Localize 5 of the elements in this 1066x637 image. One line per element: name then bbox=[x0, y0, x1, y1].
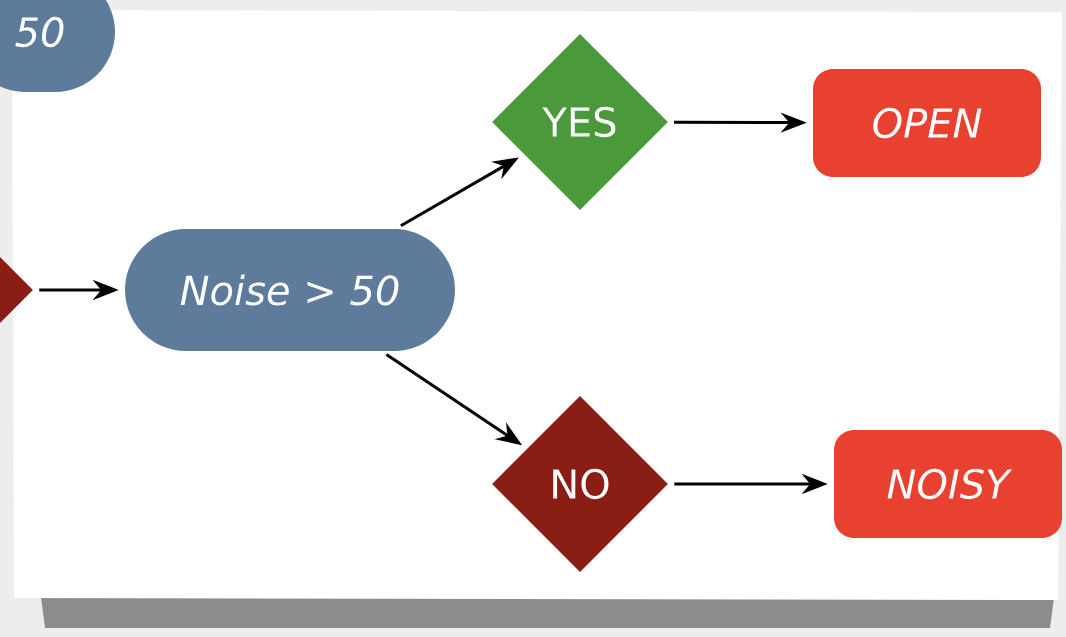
decision-diamond bbox=[0, 257, 33, 323]
rounded-box: 50 bbox=[0, 0, 115, 92]
rounded-box: Noise > 50 bbox=[125, 229, 455, 351]
result-box: NOISY bbox=[834, 430, 1062, 538]
result-box: OPEN bbox=[813, 69, 1041, 177]
